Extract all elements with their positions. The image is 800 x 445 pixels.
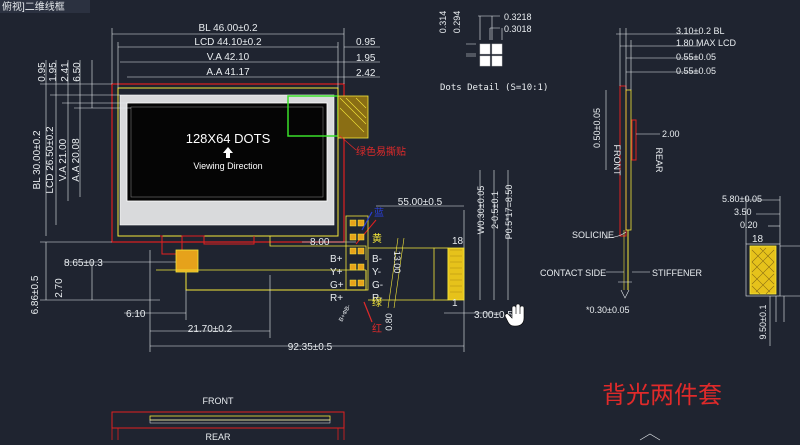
bottom-view — [111, 411, 661, 441]
ic-chip — [175, 249, 199, 273]
pad-left-1: Y+ — [330, 267, 343, 278]
pad-right-3: R- — [372, 293, 383, 304]
dim-p05: P0.5*17=8.50 — [504, 185, 514, 240]
green-peel-note: 绿色易撕贴 — [356, 145, 406, 158]
dim-610: 6.10 — [126, 309, 146, 320]
color-label-yellow: 黄 — [372, 232, 382, 245]
small-pad-note: B+ΦB- — [338, 304, 352, 323]
dim-right-195: 1.95 — [356, 53, 376, 64]
pad-left-2: G+ — [330, 280, 344, 291]
dim-left-650: 6.50 — [72, 62, 83, 82]
side-view — [603, 85, 650, 299]
pin-1-label: 1 — [452, 298, 458, 309]
dim-va-width: V.A 42.10 — [207, 52, 250, 63]
dim-bl-width: BL 46.00±0.2 — [198, 23, 257, 34]
side-dim-050: 0.50±0.05 — [592, 108, 602, 148]
side-dim-055b: 0.55±0.05 — [676, 66, 716, 76]
color-label-green: 绿 — [372, 296, 382, 309]
hand-cursor-icon — [504, 303, 525, 327]
lcd-outline — [117, 87, 339, 237]
dim-w030: W0.30±0.05 — [476, 186, 486, 234]
side-dim-055a: 0.55±0.05 — [676, 52, 716, 62]
dim-205: 2-0.5±0.1 — [490, 191, 500, 229]
pad-right-0: B- — [372, 254, 382, 265]
view-tab-label: 俯视]二维线框 — [2, 0, 65, 13]
dim-left-095: 0.95 — [37, 62, 48, 82]
dots-detail-caption: Dots Detail (S=10:1) — [440, 83, 548, 93]
view-tab[interactable]: 俯视]二维线框 — [0, 0, 90, 13]
side-label-rear: REAR — [654, 147, 664, 173]
left-dimensions — [40, 60, 160, 301]
pad-right-1: Y- — [372, 267, 381, 278]
stiffener-label: STIFFENER — [652, 268, 703, 278]
backlight-outline — [111, 83, 345, 243]
solicine-label: SOLICINE — [572, 230, 614, 240]
resolution-label: 128X64 DOTS — [186, 131, 271, 146]
dim-aa-height: A.A 20.08 — [71, 138, 82, 182]
right-dim-350: 3.50 — [734, 207, 752, 217]
fpc-dim-lines — [376, 170, 509, 314]
viewing-direction-label: Viewing Direction — [193, 161, 262, 171]
fpc-body — [433, 247, 449, 301]
dim-865: 8.65±0.3 — [64, 258, 103, 269]
dim-left-241: 2.41 — [60, 62, 71, 82]
color-label-blue: 蓝 — [374, 207, 384, 219]
dim-lcd-width: LCD 44.10±0.2 — [194, 37, 262, 48]
pad-left-0: B+ — [330, 254, 343, 265]
right-pin-18: 18 — [752, 234, 764, 245]
connector-detail — [745, 243, 800, 322]
side-dim-030: *0.30±0.05 — [586, 305, 629, 315]
dim-right-242: 2.42 — [356, 68, 376, 79]
bottom-dimensions — [64, 210, 465, 352]
bottom-label-front: FRONT — [203, 396, 234, 406]
right-dim-020: 0.20 — [740, 220, 758, 230]
side-dim-200: 2.00 — [662, 129, 680, 139]
dim-5500: 55.00±0.5 — [398, 197, 443, 208]
dim-1300: 13.00 — [392, 251, 402, 274]
right-dim-lines — [745, 196, 781, 346]
dim-2170: 21.70±0.2 — [188, 324, 233, 335]
dim-9235: 92.35±0.5 — [288, 342, 333, 353]
side-dim-lines — [605, 28, 700, 170]
side-dim-lcd: 1.80 MAX LCD — [676, 38, 737, 48]
side-label-front: FRONT — [612, 145, 622, 176]
dim-left-195: 1.95 — [48, 62, 59, 82]
dots-detail — [466, 15, 503, 67]
main-view: 128X64 DOTS Viewing Direction 绿色易撕贴 — [111, 83, 406, 291]
right-dim-950: 9.50±0.1 — [758, 305, 768, 340]
viewing-arrow-icon — [223, 147, 233, 158]
dim-0294: 0.294 — [452, 11, 462, 34]
dim-03218: 0.3218 — [504, 12, 532, 22]
right-dim-580: 5.80±0.05 — [722, 194, 762, 204]
side-dim-bl: 3.10±0.2 BL — [676, 26, 724, 36]
fpc-area — [345, 211, 465, 323]
dim-right-095: 0.95 — [356, 37, 376, 48]
pin-18-label: 18 — [452, 236, 464, 247]
pad-left-3: R+ — [330, 293, 343, 304]
dim-03018: 0.3018 — [504, 24, 532, 34]
dim-aa-width: A.A 41.17 — [206, 67, 250, 78]
contact-side-label: CONTACT SIDE — [540, 268, 606, 278]
dim-270: 2.70 — [54, 278, 65, 298]
dim-0314: 0.314 — [438, 11, 448, 34]
dim-686: 6.86±0.5 — [30, 275, 41, 314]
dim-bl-height: BL 30.00±0.2 — [32, 130, 43, 189]
dim-300: 3.00±0.5 — [474, 310, 513, 321]
pad-right-2: G- — [372, 280, 383, 291]
dim-800: 8.00 — [310, 237, 330, 248]
dim-080: 0.80 — [384, 313, 394, 331]
bottom-label-rear: REAR — [205, 432, 231, 442]
color-label-red: 红 — [372, 322, 382, 335]
top-dimensions — [111, 28, 380, 88]
dim-va-height: V.A 21.00 — [58, 138, 69, 181]
dim-lcd-height: LCD 26.50±0.2 — [45, 126, 56, 194]
backlight-two-piece-note: 背光两件套 — [602, 382, 722, 409]
